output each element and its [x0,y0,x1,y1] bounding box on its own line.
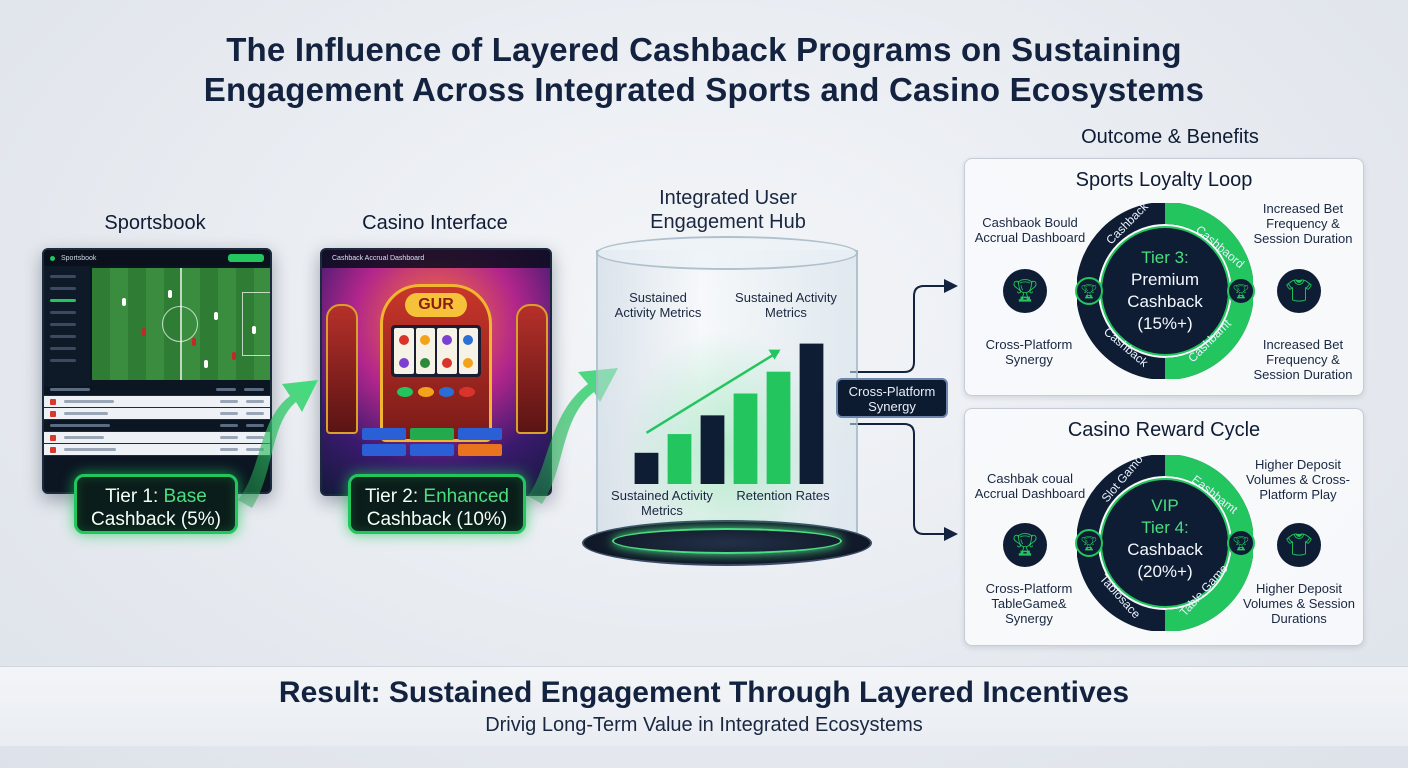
hub-title: Integrated User Engagement Hub [588,186,868,234]
hub-bar-chart [634,343,824,484]
casino-button[interactable] [458,444,502,456]
tier-1-highlight: Base [163,486,207,507]
sportsbook-header-text: Sportsbook [61,254,97,262]
sports-left-top-text: Cashbaok Bould Accrual Dashboard [974,215,1086,245]
casino-button[interactable] [458,428,502,440]
sports-loyalty-panel: Sports Loyalty Loop Cashbaok Bould Accru… [964,158,1364,396]
chart-bar [766,371,791,484]
match-video[interactable] [92,268,270,380]
casino-label: Casino Interface [362,212,508,234]
casino-button[interactable] [410,444,454,456]
casino-button[interactable] [362,444,406,456]
sportsbook-logo-icon [50,255,55,261]
casino-reward-panel: Casino Reward Cycle Cashbak coual Accrua… [964,408,1364,646]
casino-right-top-text: Higher Deposit Volumes & Cross-Platform … [1245,457,1351,502]
sportsbook-header: Sportsbook [44,250,270,266]
tier-1-badge: Tier 1: Base Cashback (5%) [74,474,238,534]
tier-2-highlight: Enhanced [423,486,509,507]
casino-left-bottom-text: Cross-Platform TableGame& Synergy [985,581,1073,626]
sports-loyalty-title: Sports Loyalty Loop [1075,169,1253,191]
trend-line [645,350,780,434]
tier-3-line-1: Premium [1130,270,1199,289]
tier-1-prefix: Tier 1: [105,486,164,507]
tier-4-vip: VIP [1151,496,1179,515]
sports-right-top-text: Increased Bet Frequency & Session Durati… [1253,201,1353,246]
cross-platform-line-1: Cross-Platform [848,384,936,399]
result-subtitle: Drivig Long-Term Value in Integrated Eco… [485,714,923,736]
casino-header: Cashback Accrual Dashboard [322,250,550,268]
hub-label-top-left: Sustained Activity Metrics [614,290,702,320]
sports-right-bottom-text: Increased Bet Frequency & Session Durati… [1253,337,1353,382]
outcome-heading: Outcome & Benefits [1081,126,1259,148]
hub-title-line-1: Integrated User [659,187,797,209]
casino-reward-title: Casino Reward Cycle [1067,419,1261,441]
chart-bar [799,343,824,484]
trophy-icon: 🏆︎ [1075,529,1103,557]
slot-machine[interactable]: GUR [380,284,492,442]
trophy-icon: 🏆︎ [1227,277,1255,305]
result-footer [0,666,1408,746]
tier-2-prefix: Tier 2: [365,486,424,507]
chart-bar [733,393,758,484]
slot-reels [391,325,481,377]
arrow-icon [528,368,618,504]
slot-sign: GUR [405,293,467,317]
table-row[interactable] [44,408,270,420]
tier-1-cashback: Cashback (5%) [91,509,221,530]
casino-right-bottom-text: Higher Deposit Volumes & Session Duratio… [1242,581,1355,626]
table-row[interactable] [44,420,270,432]
chart-bar [700,415,725,484]
table-row[interactable] [44,384,270,396]
chart-bar [667,434,692,484]
hub-title-line-2: Engagement Hub [650,211,806,233]
result-heading: Result: Sustained Engagement Through Lay… [278,676,1130,709]
tier-3-line-3: (15%+) [1137,314,1193,333]
sports-left-bottom-text: Cross-Platform Synergy [985,337,1073,367]
tier-4-line-2: Cashback [1127,540,1203,559]
trophy-icon: 🏆︎ [1003,269,1047,313]
table-row[interactable] [44,396,270,408]
title-line-1: The Influence of Layered Cashback Progra… [226,31,1182,68]
tier-3-line-2: Cashback [1127,292,1203,311]
sportsbook-label: Sportsbook [104,212,206,234]
hub-label-bottom-right: Retention Rates [736,488,830,503]
arrow-icon [944,279,958,293]
casino-button[interactable] [362,428,406,440]
arrow-icon [238,380,318,508]
trophy-icon: 🏆︎ [1003,523,1047,567]
chart-bar [634,452,659,484]
jersey-icon: 👕︎ [1277,269,1321,313]
trophy-icon: 🏆︎ [1227,529,1255,557]
casino-button-panel [362,428,512,456]
hub-cylinder-top [596,236,858,270]
jersey-icon: 👕︎ [1277,523,1321,567]
sportsbook-login-button[interactable] [228,254,264,262]
sports-loop-center: Tier 3: Premium Cashback (15%+) [1105,247,1225,335]
arrow-icon [944,527,958,541]
tier-2-badge: Tier 2: Enhanced Cashback (10%) [348,474,526,534]
tier-2-cashback: Cashback (10%) [366,509,508,530]
casino-button[interactable] [410,428,454,440]
odds-table [44,384,270,456]
trophy-icon: 🏆︎ [1075,277,1103,305]
hub-label-top-right: Sustained Activity Metrics [735,290,837,320]
casino-left-top-text: Cashbak coual Accrual Dashboard [974,471,1086,501]
tier-4-label: Tier 4: [1141,518,1189,537]
trend-arrow-icon [768,349,781,360]
page-title: The Influence of Layered Cashback Progra… [0,30,1408,110]
table-row[interactable] [44,432,270,444]
cross-platform-synergy-box: Cross-Platform Synergy [836,378,948,418]
cross-platform-line-2: Synergy [868,399,916,414]
table-row[interactable] [44,444,270,456]
sportsbook-sidebar [44,266,90,386]
casino-screen: Cashback Accrual Dashboard GUR [320,248,552,496]
sportsbook-screen: Sportsbook [42,248,272,494]
hub-label-bottom-left: Sustained Activity Metrics [611,488,713,518]
casino-cycle-center: VIP Tier 4: Cashback (20%+) [1105,495,1225,583]
tier-4-line-3: (20%+) [1137,562,1193,581]
tier-3-label: Tier 3: [1141,248,1189,267]
title-line-2: Engagement Across Integrated Sports and … [203,71,1205,108]
casino-cycle-ring: Slot Gamo Eashbamt Tablosace Table Game [1077,455,1253,631]
